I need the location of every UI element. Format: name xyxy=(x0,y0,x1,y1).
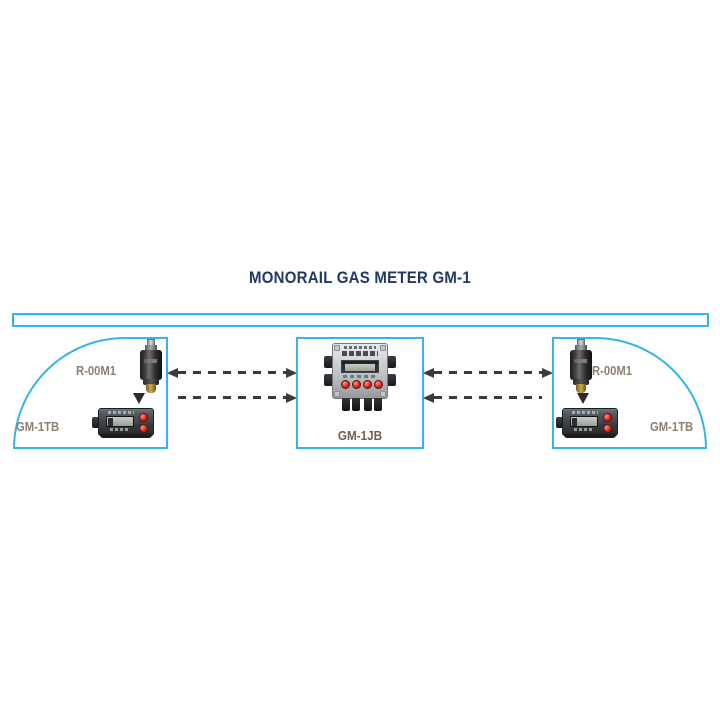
connector-left-upper xyxy=(167,367,297,378)
sensor-brass-fitting-icon xyxy=(146,384,156,393)
connector-right-upper xyxy=(423,367,553,378)
jb-port-right-1 xyxy=(387,356,396,368)
meter-button-1[interactable] xyxy=(603,413,612,422)
dash-segment xyxy=(434,371,542,374)
arrowhead-left xyxy=(423,392,434,403)
sensor-body-icon xyxy=(570,350,592,380)
meter-cable-gland-icon xyxy=(556,417,565,428)
sensor-r00m1-left xyxy=(138,339,164,395)
label-junction-box: GM-1JB xyxy=(337,428,383,443)
jb-bottom-gland-1 xyxy=(342,398,350,411)
jb-bottom-gland-4 xyxy=(374,398,382,411)
jb-port-right-2 xyxy=(387,374,396,386)
sensor-r00m1-right xyxy=(568,339,594,395)
meter-gm1tb-left xyxy=(92,408,154,438)
jb-button-1[interactable] xyxy=(341,380,350,389)
label-sensor-left: R-00M1 xyxy=(76,364,117,378)
meter-top-text-icon xyxy=(108,411,134,414)
junction-box-gm1jb xyxy=(324,343,396,415)
monorail-bar xyxy=(12,313,709,327)
label-sensor-right: R-00M1 xyxy=(592,364,633,378)
jb-button-2[interactable] xyxy=(352,380,361,389)
jb-lcd-display xyxy=(341,360,379,373)
jb-button-4[interactable] xyxy=(374,380,383,389)
page-title: MONORAIL GAS METER GM-1 xyxy=(249,268,471,287)
meter-base-icon xyxy=(100,434,152,438)
arrowhead-right xyxy=(542,367,553,378)
jb-port-left-2 xyxy=(324,374,333,386)
meter-cable-gland-icon xyxy=(92,417,101,428)
label-meter-right: GM-1TB xyxy=(650,420,694,434)
sensor-shoulder-icon xyxy=(143,379,159,385)
dash-segment xyxy=(178,371,286,374)
meter-base-icon xyxy=(564,434,616,438)
sensor-body-icon xyxy=(140,350,162,380)
sensor-brass-fitting-icon xyxy=(576,384,586,393)
meter-lcd-display xyxy=(570,416,598,427)
jb-screw-3 xyxy=(334,391,340,397)
meter-button-1[interactable] xyxy=(139,413,148,422)
jb-model-text-icon xyxy=(342,351,378,356)
meter-gm1tb-right xyxy=(556,408,618,438)
sensor-shoulder-icon xyxy=(573,379,589,385)
sensor-neck-icon xyxy=(145,345,157,351)
jb-button-legend-icon xyxy=(343,375,377,378)
meter-button-2[interactable] xyxy=(603,424,612,433)
sensor-neck-icon xyxy=(575,345,587,351)
arrowhead-left xyxy=(167,367,178,378)
jb-screw-4 xyxy=(380,391,386,397)
arrowhead-right xyxy=(286,392,297,403)
meter-bottom-text-icon xyxy=(110,428,130,431)
jb-screw-1 xyxy=(334,345,340,351)
jb-brand-text-icon xyxy=(344,346,376,349)
connector-right-lower xyxy=(423,392,542,403)
label-meter-left: GM-1TB xyxy=(16,420,60,434)
meter-bottom-text-icon xyxy=(574,428,594,431)
arrow-down-right xyxy=(577,393,589,404)
dash-segment xyxy=(434,396,542,399)
arrowhead-left xyxy=(423,367,434,378)
jb-button-3[interactable] xyxy=(363,380,372,389)
meter-button-2[interactable] xyxy=(139,424,148,433)
jb-screw-2 xyxy=(380,345,386,351)
meter-top-text-icon xyxy=(572,411,598,414)
jb-bottom-gland-2 xyxy=(352,398,360,411)
jb-port-left-1 xyxy=(324,356,333,368)
connector-left-lower xyxy=(178,392,297,403)
meter-lcd-display xyxy=(106,416,134,427)
dash-segment xyxy=(178,396,286,399)
jb-bottom-gland-3 xyxy=(364,398,372,411)
arrowhead-right xyxy=(286,367,297,378)
arrow-down-left xyxy=(133,393,145,404)
